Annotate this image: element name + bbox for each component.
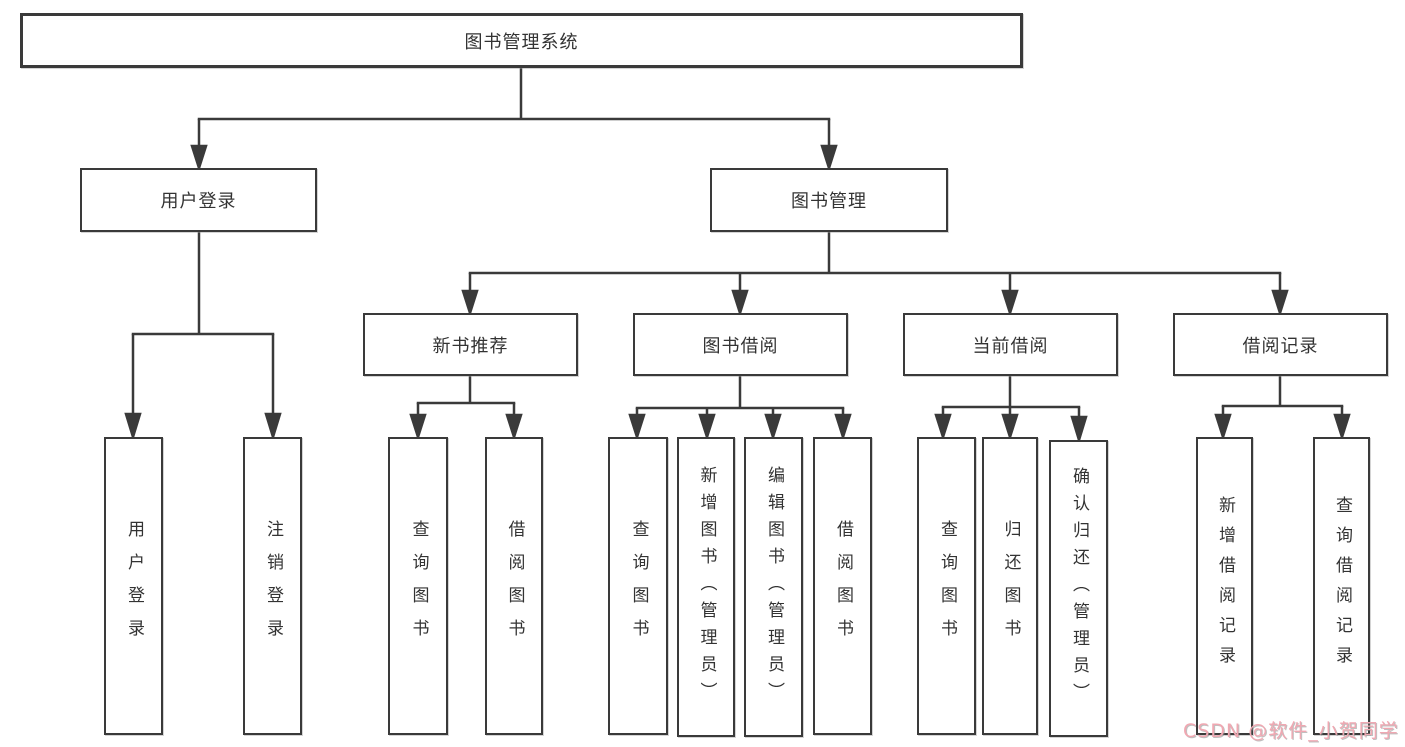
leaf-br-query-record: 查询借阅记录 [1313, 437, 1370, 735]
leaf-nb-query-books-label: 查询图书 [408, 520, 429, 652]
leaf-br-add-record-label: 新增借阅记录 [1215, 496, 1235, 676]
leaf-bb-query-books-label: 查询图书 [628, 520, 649, 652]
node-current-borrow: 当前借阅 [903, 313, 1118, 376]
leaf-cb-confirm-return-admin: 确认归还（管理员） [1049, 440, 1108, 737]
node-book-borrow-label: 图书借阅 [702, 335, 779, 357]
leaf-cb-query-books: 查询图书 [917, 437, 976, 735]
node-new-book-recommend-label: 新书推荐 [432, 335, 509, 357]
leaf-cb-query-books-label: 查询图书 [937, 520, 957, 652]
node-book-management-label: 图书管理 [791, 191, 867, 212]
leaf-user-login: 用户登录 [104, 437, 163, 735]
leaf-bb-borrow-books: 借阅图书 [813, 437, 872, 735]
node-borrow-record-label: 借阅记录 [1242, 335, 1319, 357]
leaf-bb-query-books: 查询图书 [608, 437, 668, 735]
leaf-logout-label: 注销登录 [263, 520, 283, 652]
leaf-bb-add-books-admin: 新增图书（管理员） [677, 437, 735, 737]
leaf-logout: 注销登录 [243, 437, 302, 735]
leaf-bb-borrow-books-label: 借阅图书 [833, 520, 853, 652]
watermark-text: CSDN @软件_小贺同学 [1183, 720, 1399, 742]
node-book-borrow: 图书借阅 [633, 313, 848, 376]
node-new-book-recommend: 新书推荐 [363, 313, 578, 376]
leaf-nb-borrow-books-label: 借阅图书 [504, 520, 525, 652]
node-borrow-record: 借阅记录 [1173, 313, 1388, 376]
leaf-nb-borrow-books: 借阅图书 [485, 437, 543, 735]
node-user-login-label: 用户登录 [160, 191, 237, 212]
leaf-br-query-record-label: 查询借阅记录 [1332, 496, 1352, 676]
node-root: 图书管理系统 [20, 13, 1023, 68]
node-root-label: 图书管理系统 [464, 31, 579, 53]
leaf-bb-edit-books-admin-label: 编辑图书（管理员） [764, 465, 784, 709]
leaf-bb-add-books-admin-label: 新增图书（管理员） [696, 465, 717, 709]
leaf-bb-edit-books-admin: 编辑图书（管理员） [744, 437, 803, 737]
node-book-management: 图书管理 [710, 168, 948, 232]
leaf-user-login-label: 用户登录 [124, 520, 144, 652]
node-current-borrow-label: 当前借阅 [972, 335, 1049, 357]
leaf-cb-return-books-label: 归还图书 [1000, 520, 1021, 652]
leaf-br-add-record: 新增借阅记录 [1196, 437, 1253, 735]
leaf-cb-return-books: 归还图书 [982, 437, 1038, 735]
node-user-login: 用户登录 [80, 168, 317, 232]
leaf-cb-confirm-return-admin-label: 确认归还（管理员） [1069, 467, 1089, 710]
leaf-nb-query-books: 查询图书 [388, 437, 448, 735]
